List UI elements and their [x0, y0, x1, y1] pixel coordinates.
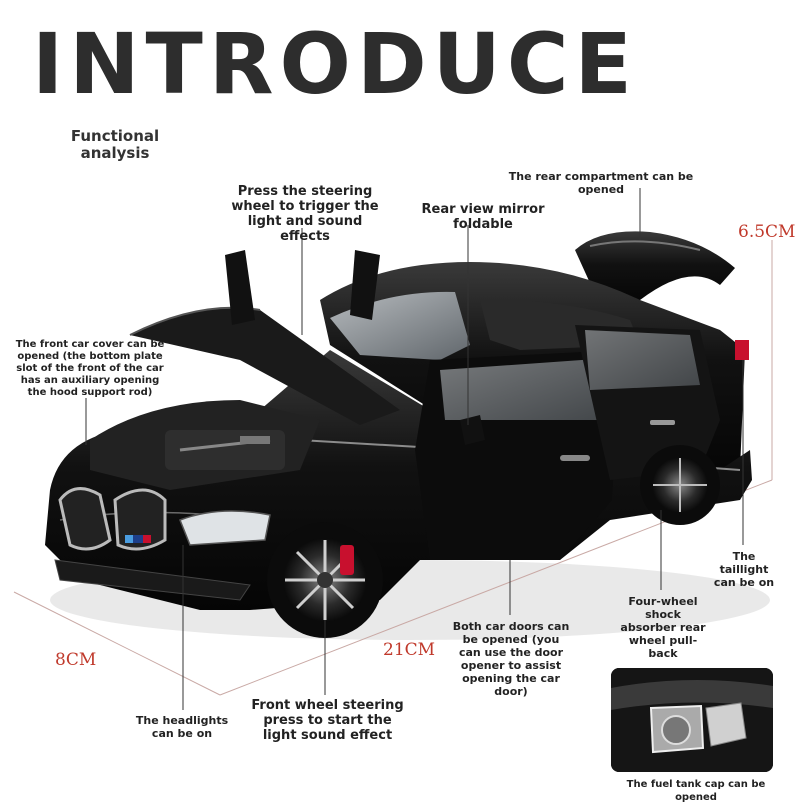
door-handle: [560, 455, 590, 461]
dimension-height: 6.5CM: [738, 222, 796, 242]
label-steering-wheel: Press the steering wheel to trigger the …: [231, 184, 379, 244]
open-hood: [130, 307, 400, 425]
label-front-cover: The front car cover can be opened (the b…: [15, 339, 165, 398]
far-door-open: [225, 250, 255, 325]
label-rear-compartment: The rear compartment can be opened: [508, 170, 694, 196]
label-fuel-cap: The fuel tank cap can be opened: [626, 779, 766, 803]
fuel-cap-photo: [611, 668, 773, 772]
car-body: [45, 350, 752, 610]
taillight: [735, 340, 749, 360]
label-mirror: Rear view mirror foldable: [421, 202, 545, 232]
leader-lines: [85, 188, 744, 710]
side-mirror: [460, 415, 485, 445]
headlight: [179, 510, 271, 546]
label-headlights: The headlights can be on: [135, 714, 229, 740]
fuel-door: [705, 702, 747, 747]
dimension-width: 8CM: [55, 650, 97, 670]
dimension-length: 21CM: [383, 640, 436, 660]
page-title: INTRODUCE: [32, 15, 638, 113]
brake-caliper: [340, 545, 354, 575]
section-subtitle: Functional analysis: [60, 128, 170, 162]
width-dimension-line: [13, 591, 221, 696]
kidney-grille-right: [113, 488, 167, 551]
fuel-cap: [661, 715, 691, 745]
label-front-wheel: Front wheel steering press to start the …: [251, 698, 404, 743]
label-taillight: The taillight can be on: [713, 550, 775, 589]
subtitle-line-2: analysis: [80, 144, 150, 162]
label-doors: Both car doors can be opened (you can us…: [452, 620, 570, 698]
kidney-grille-left: [58, 487, 112, 551]
label-shock-absorber: Four-wheel shock absorber rear wheel pul…: [620, 595, 706, 660]
fuel-cap-inset: [611, 668, 773, 772]
subtitle-line-1: Functional: [70, 127, 160, 145]
